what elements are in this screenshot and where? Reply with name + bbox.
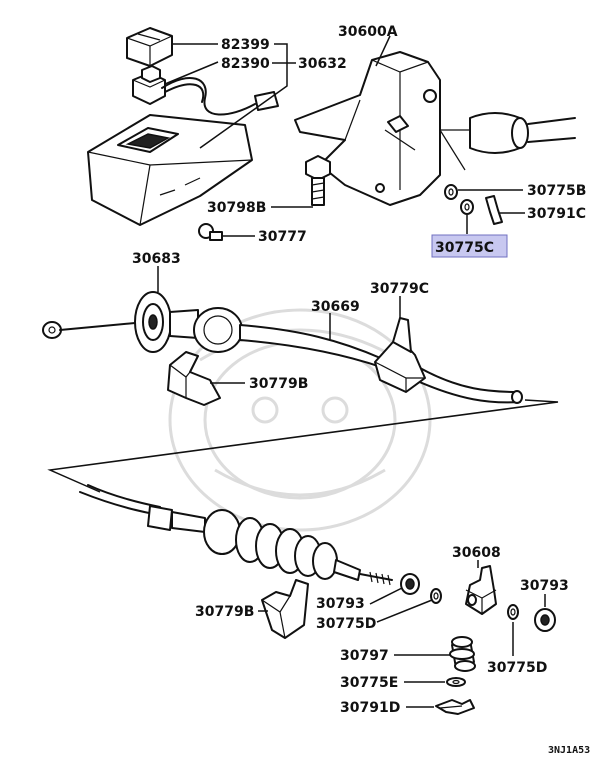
label-30793-right[interactable]: 30793 — [520, 578, 569, 594]
grommet-30683[interactable] — [134, 291, 172, 353]
label-30600A[interactable]: 30600A — [338, 24, 398, 40]
washer-30775C[interactable] — [460, 199, 474, 215]
retainer-clip-30779B-lower[interactable] — [261, 579, 309, 639]
label-30775D-right[interactable]: 30775D — [487, 660, 547, 676]
bolt-30798B[interactable] — [305, 155, 331, 206]
washer-30775E[interactable] — [446, 677, 466, 687]
label-82399[interactable]: 82399 — [221, 37, 270, 53]
label-30777[interactable]: 30777 — [258, 229, 307, 245]
clip-30791C[interactable] — [485, 195, 503, 225]
switch-cap-82399[interactable] — [126, 27, 173, 67]
retainer-clip-30779B-upper[interactable] — [167, 351, 221, 406]
label-30779B-top[interactable]: 30779B — [249, 376, 308, 392]
label-30791C-top[interactable]: 30791C — [527, 206, 586, 222]
shift-cable-lower — [79, 484, 393, 586]
bushing-30793-right[interactable] — [534, 608, 556, 632]
label-30791D[interactable]: 30791D — [340, 700, 400, 716]
label-30608[interactable]: 30608 — [452, 545, 501, 561]
label-30798B[interactable]: 30798B — [207, 200, 266, 216]
clip-30791D[interactable] — [435, 699, 475, 715]
label-30779C[interactable]: 30779C — [370, 281, 429, 297]
diagram-code: 3NJ1A53 — [548, 745, 590, 756]
label-30775C[interactable]: 30775C — [435, 240, 494, 256]
label-30779B-bottom[interactable]: 30779B — [195, 604, 254, 620]
cable-end-eye-left — [42, 321, 136, 339]
highlight-box-30775C — [431, 234, 508, 258]
label-30683[interactable]: 30683 — [132, 251, 181, 267]
label-30775E[interactable]: 30775E — [340, 675, 398, 691]
bolt-30777[interactable] — [198, 223, 223, 241]
label-30775D-left[interactable]: 30775D — [316, 616, 376, 632]
console-bracket-30632[interactable] — [87, 114, 253, 226]
washer-30775B[interactable] — [444, 184, 458, 200]
label-82390[interactable]: 82390 — [221, 56, 270, 72]
leader-lines — [157, 35, 546, 708]
shift-lever-bracket-30600A[interactable] — [294, 51, 466, 206]
grommet-30797[interactable] — [449, 636, 476, 672]
switch-82390[interactable] — [132, 65, 166, 105]
switch-wire-harness — [161, 77, 279, 116]
label-30632[interactable]: 30632 — [298, 56, 347, 72]
cable-end-30608[interactable] — [465, 565, 497, 615]
part-labels: 82399 82390 30632 30600A 30775B 30791C 3… — [132, 24, 590, 756]
label-30793-left[interactable]: 30793 — [316, 596, 365, 612]
bushing-30793-left[interactable] — [400, 573, 420, 595]
label-30669[interactable]: 30669 — [311, 299, 360, 315]
label-30775B[interactable]: 30775B — [527, 183, 586, 199]
washer-30775D-right[interactable] — [507, 604, 519, 620]
washer-30775D-left[interactable] — [430, 588, 442, 604]
section-divider — [47, 399, 559, 493]
cable-clip-30779C[interactable] — [374, 317, 426, 393]
cable-boot-right — [440, 112, 576, 154]
shift-cable-30669[interactable] — [169, 307, 523, 404]
label-30797[interactable]: 30797 — [340, 648, 389, 664]
